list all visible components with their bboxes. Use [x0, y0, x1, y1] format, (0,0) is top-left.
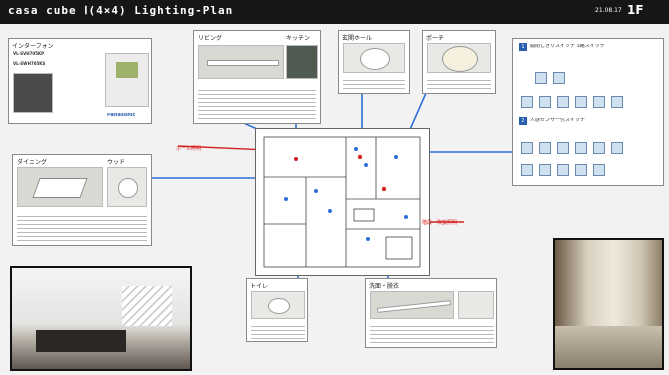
switch-icon — [521, 96, 533, 108]
switch-icon — [557, 142, 569, 154]
switch-row-4 — [521, 161, 611, 176]
spot-light-image — [17, 167, 103, 207]
toilet-light-image — [251, 291, 305, 319]
spot-box — [32, 178, 88, 198]
porch-spec-text — [427, 77, 491, 91]
intercom-model-2: VL-SWH705KS — [13, 61, 46, 66]
switch-badge-1: 1 — [519, 43, 527, 51]
downlight-image — [343, 43, 405, 73]
switch-badge-2: 2 — [519, 117, 527, 125]
wood-label: ウッド — [107, 159, 126, 166]
pendant-light-image — [286, 45, 318, 79]
switch-icon — [535, 72, 547, 84]
entrance-hall-label: 玄関ホール — [342, 35, 373, 42]
toilet-card: トイレ — [246, 278, 308, 342]
toilet-spec-text — [251, 323, 305, 339]
wash-mirror-light-image — [458, 291, 494, 319]
switch-row1-title: 開閉しきりスイッチ 3路スイッチ — [530, 44, 605, 49]
switch-row-3 — [521, 139, 629, 154]
switch-icon — [575, 164, 587, 176]
switch-row2-title: 人感センサー付スイッチ — [530, 118, 586, 123]
living-label: リビング — [198, 35, 223, 42]
intercom-monitor-image — [105, 53, 149, 107]
living-spec-text — [198, 87, 316, 121]
kitchen-label: キッチン — [286, 35, 311, 42]
switch-icon — [593, 96, 605, 108]
porch-card: ポーチ — [422, 30, 496, 94]
toilet-label: トイレ — [250, 283, 269, 290]
floor-plan: ホール照明 階段・吹抜照明 — [176, 128, 457, 276]
washroom-label: 洗面・脱衣 — [369, 283, 400, 290]
title-bar: casa cube Ⅰ(4×4) Lighting-Plan 21.08.17 … — [0, 0, 669, 24]
plan-tag-right: 階段・吹抜照明 — [422, 220, 458, 226]
small-disc — [118, 178, 138, 198]
living-card: リビング キッチン — [193, 30, 321, 124]
switch-icon — [521, 164, 533, 176]
light-bar — [207, 60, 279, 66]
intercom-brand: Panasonic — [107, 113, 136, 118]
dining-spec-text — [17, 213, 147, 241]
switch-icon — [521, 142, 533, 154]
wash-light-image — [370, 291, 454, 319]
porch-label: ポーチ — [426, 35, 445, 42]
date-label: 21.08.17 — [595, 7, 622, 14]
toilet-disc — [268, 298, 290, 314]
linear-light-image — [198, 45, 284, 79]
switch-panel-card: 1 開閉しきりスイッチ 3路スイッチ 2 人感センサー付スイッチ — [512, 38, 664, 186]
washroom-card: 洗面・脱衣 — [365, 278, 497, 348]
switch-icon — [553, 72, 565, 84]
washroom-spec-text — [370, 323, 494, 345]
sofa-shape — [36, 330, 126, 352]
living-room-photo — [10, 266, 192, 371]
intercom-card: インターフォン VL-SVH705KP VL-SWH705KS Panasoni… — [8, 38, 152, 124]
switch-icon — [575, 142, 587, 154]
intercom-model-1: VL-SVH705KP — [13, 51, 45, 56]
switch-icon — [575, 96, 587, 108]
dining-card: ダイニング ウッド — [12, 154, 152, 246]
switch-icon — [611, 142, 623, 154]
downlight-disc — [360, 48, 390, 70]
ceiling-disc — [442, 46, 478, 72]
switch-icon — [539, 164, 551, 176]
switch-row-1 — [535, 69, 571, 84]
monitor-screen — [116, 62, 138, 78]
red-connector-line — [177, 145, 269, 151]
switch-icon — [593, 142, 605, 154]
switch-icon — [611, 96, 623, 108]
wash-light-bar — [376, 300, 452, 313]
switch-icon — [539, 96, 551, 108]
switch-icon — [593, 164, 605, 176]
switch-row-2 — [521, 93, 629, 108]
stair-shape — [122, 286, 172, 326]
hallway-floor — [555, 326, 662, 368]
plan-tag-left: ホール照明 — [176, 146, 202, 152]
intercom-label: インターフォン — [12, 43, 54, 50]
switch-icon — [539, 142, 551, 154]
entrance-spec-text — [343, 77, 405, 91]
entrance-hall-card: 玄関ホール — [338, 30, 410, 94]
hallway-photo — [553, 238, 664, 370]
floor-plan-drawing — [263, 136, 421, 268]
floor-label: 1F — [627, 3, 644, 17]
page-title: casa cube Ⅰ(4×4) Lighting-Plan — [8, 4, 234, 17]
ceiling-light-image — [427, 43, 491, 73]
dining-label: ダイニング — [17, 159, 48, 166]
switch-icon — [557, 96, 569, 108]
switch-icon — [557, 164, 569, 176]
intercom-unit-image — [13, 73, 53, 113]
small-downlight-image — [107, 167, 147, 207]
